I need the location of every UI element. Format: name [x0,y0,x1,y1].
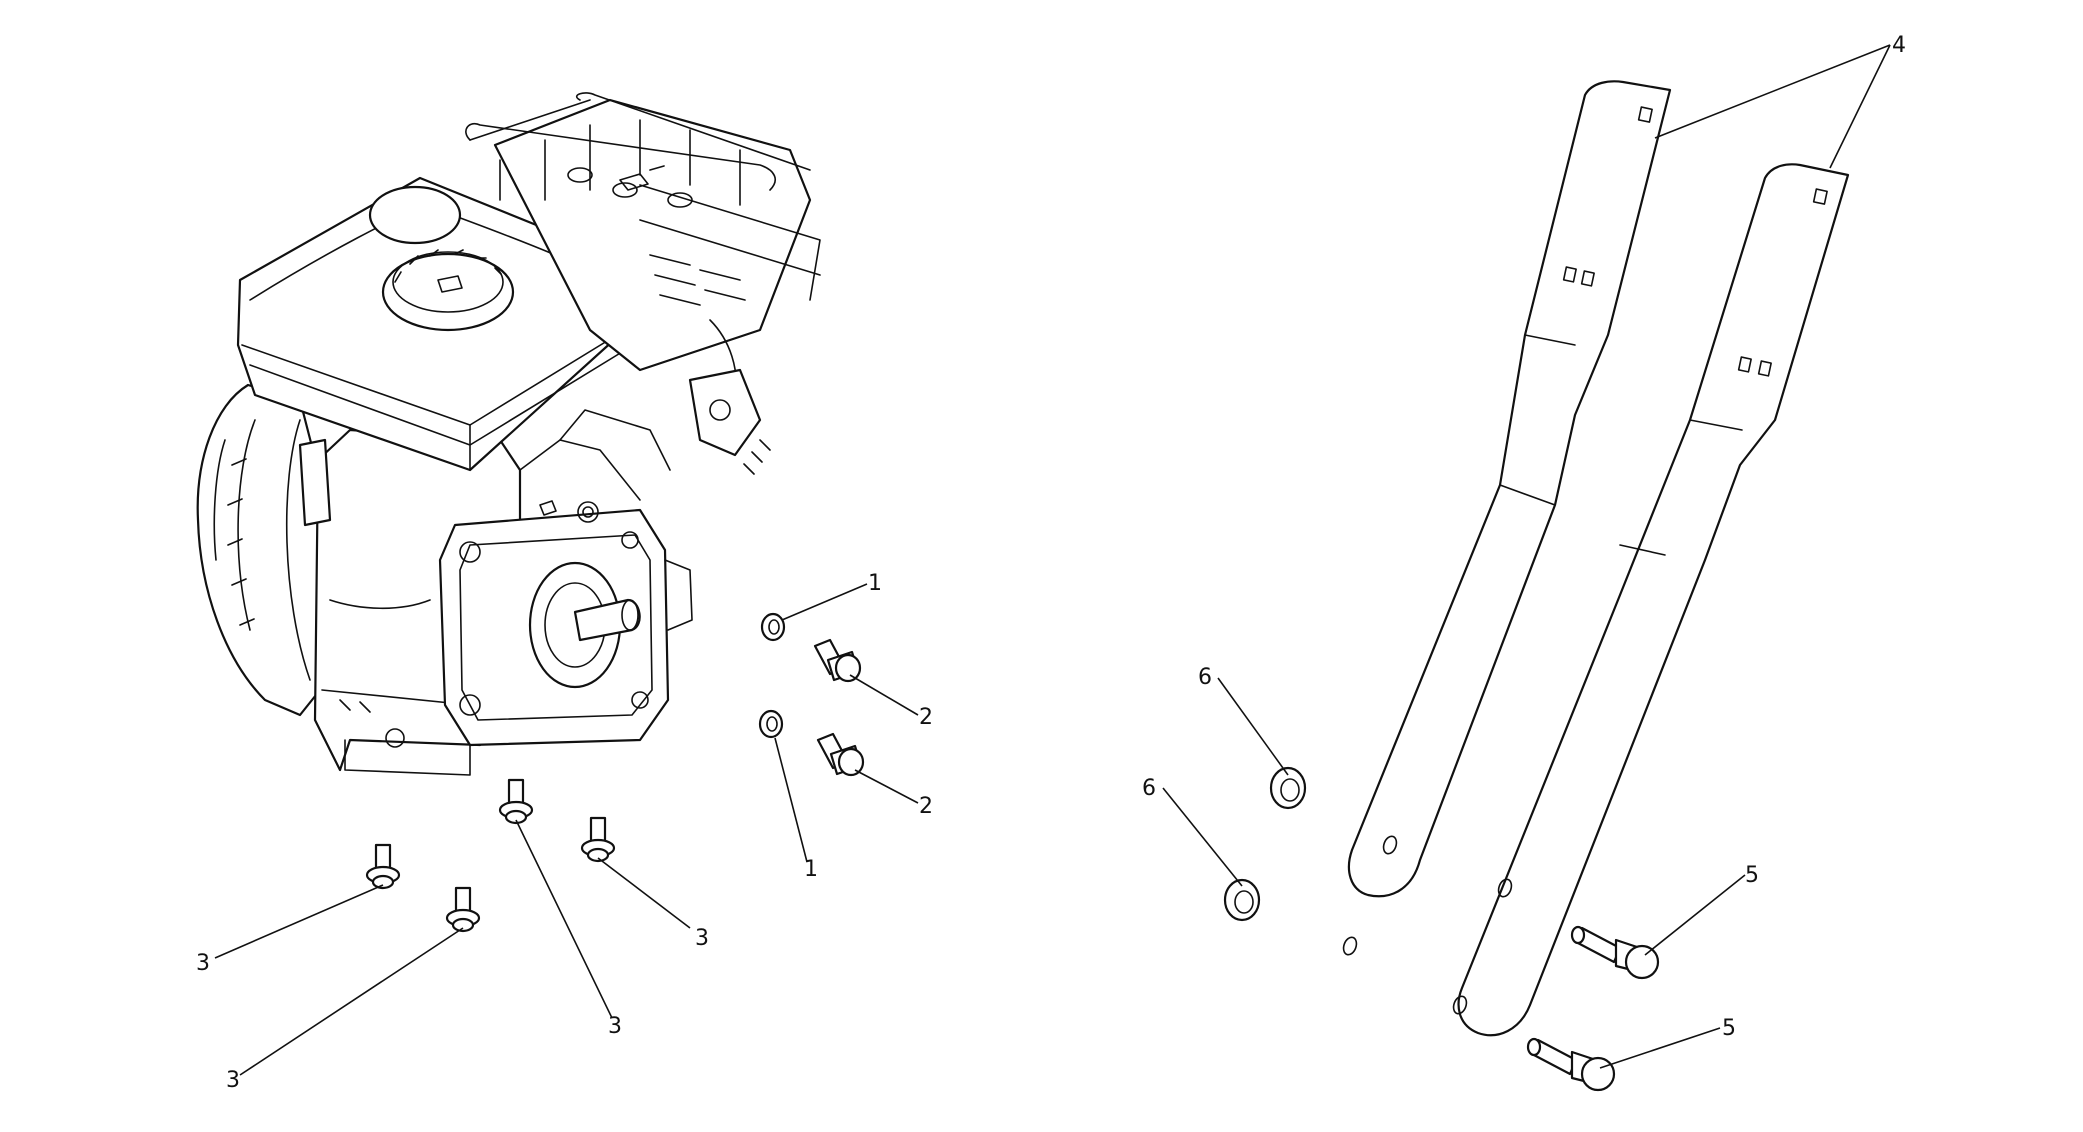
callout-labels: 1 1 2 2 3 3 3 3 4 5 5 6 6 [196,33,1906,1093]
nut-6-lower [1223,878,1261,922]
bolt-5-lower [1526,1037,1616,1092]
nut-6-upper [1269,766,1307,810]
fuel-cap [381,252,515,332]
washer-upper [760,612,786,642]
callout-6-upper: 6 [1198,665,1212,690]
bolt-3-a [498,778,534,825]
tank-dome [368,185,462,245]
bolt-2-lower [816,732,865,777]
callout-3-left-upper: 3 [196,951,210,976]
washer-lower [758,709,784,739]
callout-3-center: 3 [608,1014,622,1039]
bolt-2-upper [813,638,862,683]
leader-lines [214,44,1891,1076]
muffler-guard [465,92,821,475]
callout-5-upper: 5 [1745,863,1759,888]
bolt-5-upper [1570,925,1660,980]
recoil-starter-housing [196,383,322,717]
callout-5-lower: 5 [1722,1016,1736,1041]
bolt-3-c [365,843,401,890]
callout-1-upper: 1 [868,571,882,596]
callout-1-lower: 1 [804,857,818,882]
bolt-3-d [445,886,481,933]
callout-6-lower: 6 [1142,776,1156,801]
mounting-arm-front [1342,80,1672,956]
callout-2-upper: 2 [919,705,933,730]
callout-3-left-lower: 3 [226,1068,240,1093]
mounting-arm-rear [1452,163,1850,1037]
callout-4: 4 [1892,33,1906,58]
bolt-3-b [580,816,616,863]
callout-3-right: 3 [695,926,709,951]
control-bracket [298,438,332,527]
callout-2-lower: 2 [919,794,933,819]
engine-assembly [196,92,821,776]
